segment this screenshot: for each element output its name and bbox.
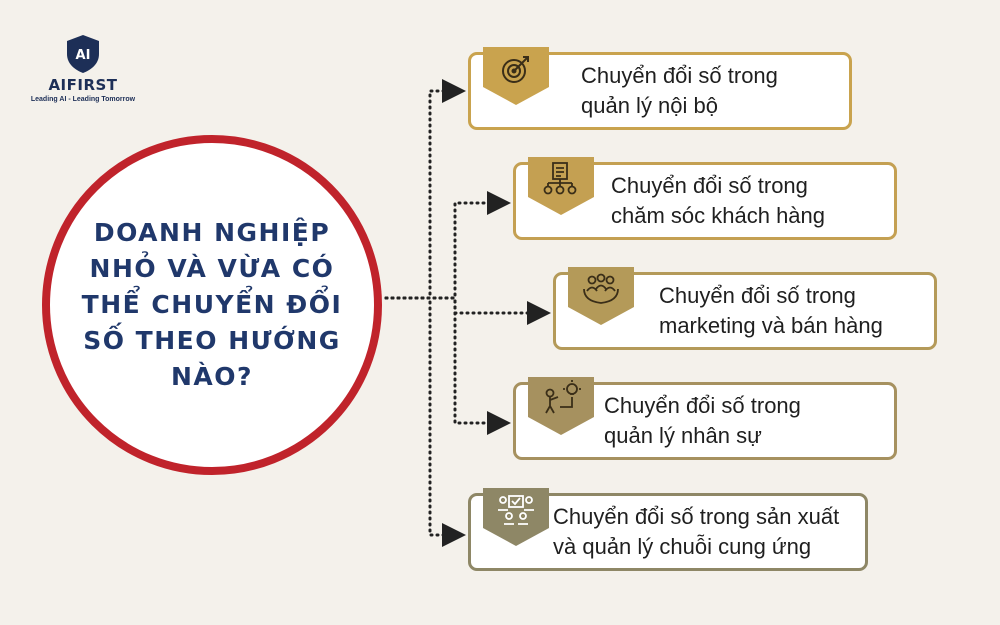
document-flow-icon bbox=[528, 157, 594, 217]
svg-text:AI: AI bbox=[76, 48, 91, 63]
brand-tagline: Leading AI - Leading Tomorrow bbox=[30, 96, 136, 103]
connector-3 bbox=[384, 296, 551, 325]
target-icon bbox=[483, 47, 549, 107]
connector-5 bbox=[384, 296, 466, 547]
team-check-icon bbox=[483, 488, 549, 548]
company-logo: AI AIFIRST Leading AI - Leading Tomorrow bbox=[28, 34, 138, 103]
brand-name: AIFIRST bbox=[48, 76, 118, 94]
central-question-title: DOANH NGHIỆP NHỎ VÀ VỪA CÓ THỂ CHUYỂN ĐỔ… bbox=[81, 218, 343, 391]
central-question-circle: DOANH NGHIỆP NHỎ VÀ VỪA CÓ THỂ CHUYỂN ĐỔ… bbox=[42, 135, 382, 475]
shield-logo-icon: AI bbox=[66, 34, 100, 74]
connector-4 bbox=[384, 296, 511, 435]
connector-1 bbox=[384, 79, 466, 300]
person-idea-icon bbox=[528, 377, 594, 437]
connector-2 bbox=[384, 191, 511, 300]
people-hands-icon bbox=[568, 267, 634, 327]
